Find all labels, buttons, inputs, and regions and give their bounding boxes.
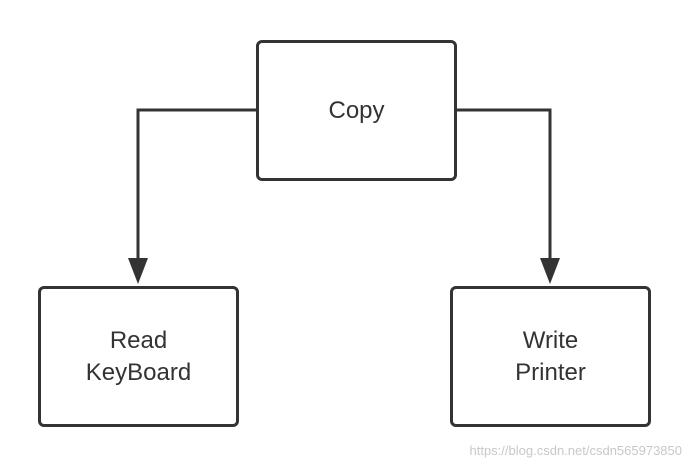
node-write-printer-label: Write Printer [515,325,586,389]
arrowhead-read [128,258,148,284]
watermark-text: https://blog.csdn.net/csdn565973850 [469,443,683,458]
node-read-line2: KeyBoard [85,358,192,386]
node-write-line1: Write [522,326,579,354]
connector-copy-to-write [457,108,552,258]
arrowhead-write [540,258,560,284]
node-copy-line1: Copy [328,96,385,124]
connector-copy-to-read [136,108,256,258]
node-copy-label: Copy [328,95,384,127]
node-read-keyboard-label: Read KeyBoard [86,325,191,389]
node-write-printer: Write Printer [450,286,651,427]
node-read-keyboard: Read KeyBoard [38,286,239,427]
node-copy: Copy [256,40,457,181]
node-write-line2: Printer [515,358,586,386]
node-read-line1: Read [109,326,168,354]
